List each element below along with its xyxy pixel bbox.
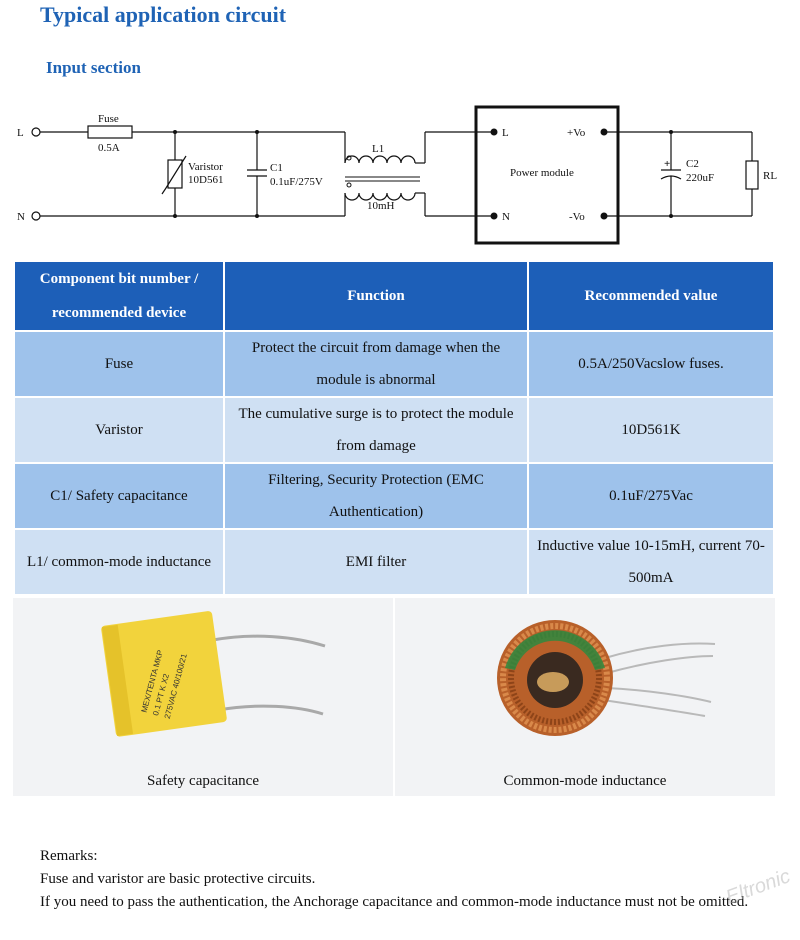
remarks-line: Fuse and varistor are basic protective c… (40, 871, 316, 887)
terminal-n-icon (31, 211, 41, 221)
c1-value: 0.1uF/275V (270, 176, 323, 188)
circuit-diagram: L N Fuse 0.5A Varistor 10D561 C1 0.1uF/2… (17, 105, 777, 245)
remarks-section: Remarks: Fuse and varistor are basic pro… (40, 845, 780, 914)
section-subtitle: Input section (46, 58, 141, 77)
column-header: Component bit number / recommended devic… (15, 262, 223, 330)
rl-resistor-icon (745, 160, 759, 190)
table-cell: L1/ common-mode inductance (15, 530, 223, 594)
photo-caption: Common-mode inductance (503, 773, 667, 789)
l1-label: L1 (372, 143, 384, 155)
table-cell: The cumulative surge is to protect the m… (225, 398, 527, 462)
l1-coil-top-icon (344, 155, 416, 164)
table-row: C1/ Safety capacitance Filtering, Securi… (15, 464, 773, 528)
c2-polarity: + (664, 158, 670, 170)
fuse-icon (87, 125, 133, 139)
photo-caption: Safety capacitance (146, 773, 259, 789)
table-row: Varistor The cumulative surge is to prot… (15, 398, 773, 462)
table-cell: Fuse (15, 332, 223, 396)
safety-capacitance-card: MEX/TENTA MKP 0.1 PT K X2 275VAC 40/100/… (13, 598, 393, 796)
common-mode-inductance-card: Common-mode inductance (395, 598, 775, 796)
component-photos: MEX/TENTA MKP 0.1 PT K X2 275VAC 40/100/… (13, 598, 775, 796)
varistor-value: 10D561 (188, 174, 223, 186)
fuse-label: Fuse (98, 113, 119, 125)
module-pin-vo-minus: -Vo (569, 211, 585, 223)
l1-value: 10mH (367, 200, 395, 212)
table-cell: Inductive value 10-15mH, current 70-500m… (529, 530, 773, 594)
module-pin-n: N (502, 211, 510, 223)
fuse-value: 0.5A (98, 142, 120, 154)
terminal-l-icon (31, 127, 41, 137)
c2-label: C2 (686, 158, 699, 170)
table-row: L1/ common-mode inductance EMI filter In… (15, 530, 773, 594)
module-pin-l: L (502, 127, 509, 139)
table-cell: Filtering, Security Protection (EMC Auth… (225, 464, 527, 528)
table-cell: Protect the circuit from damage when the… (225, 332, 527, 396)
module-pin-vo-plus: +Vo (567, 127, 586, 139)
remarks-heading: Remarks: (40, 848, 98, 864)
table-cell: C1/ Safety capacitance (15, 464, 223, 528)
toroid-inductor-photo-icon (497, 620, 716, 736)
terminal-n-label: N (17, 211, 25, 223)
safety-capacitor-photo-icon: MEX/TENTA MKP 0.1 PT K X2 275VAC 40/100/… (101, 611, 326, 737)
c1-label: C1 (270, 162, 283, 174)
c2-value: 220uF (686, 172, 714, 184)
table-cell: 0.1uF/275Vac (529, 464, 773, 528)
rl-label: RL (763, 170, 777, 182)
table-cell: Varistor (15, 398, 223, 462)
table-cell: 0.5A/250Vacslow fuses. (529, 332, 773, 396)
l1-coil-bottom-icon (344, 192, 416, 201)
table-header-row: Component bit number / recommended devic… (15, 262, 773, 330)
page-title: Typical application circuit (40, 2, 287, 27)
component-table: Component bit number / recommended devic… (13, 260, 775, 596)
table-row: Fuse Protect the circuit from damage whe… (15, 332, 773, 396)
column-header: Function (225, 262, 527, 330)
power-module-box (474, 105, 620, 245)
column-header: Recommended value (529, 262, 773, 330)
remarks-line: If you need to pass the authentication, … (40, 894, 749, 910)
terminal-l-label: L (17, 127, 24, 139)
table-cell: EMI filter (225, 530, 527, 594)
module-label: Power module (510, 167, 574, 179)
varistor-label: Varistor (188, 161, 223, 173)
table-cell: 10D561K (529, 398, 773, 462)
